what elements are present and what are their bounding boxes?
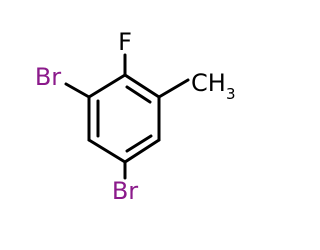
molecule-canvas: F Br Br CH 3 (34, 28, 236, 205)
bond-to-methyl (157, 78, 190, 99)
bromine-atom-label-left: Br (35, 63, 61, 91)
bond-to-left-bromine (64, 82, 91, 99)
ring-bond-upper-left-to-top (87, 73, 127, 99)
structure-diagram: F Br Br CH 3 (35, 28, 236, 205)
ring-bond-lower-right-to-bottom (123, 138, 161, 164)
inner-double-bond-bottom-right (125, 134, 153, 153)
ring-bond-top-to-upper-right (123, 73, 161, 99)
bromine-atom-label-bottom: Br (112, 177, 138, 205)
ring-bond-bottom-to-lower-left (87, 138, 127, 164)
inner-double-bond-top-right (125, 85, 152, 104)
methyl-group-label: CH (191, 69, 226, 97)
fluorine-atom-label: F (118, 28, 132, 56)
methyl-subscript-label: 3 (226, 85, 236, 103)
